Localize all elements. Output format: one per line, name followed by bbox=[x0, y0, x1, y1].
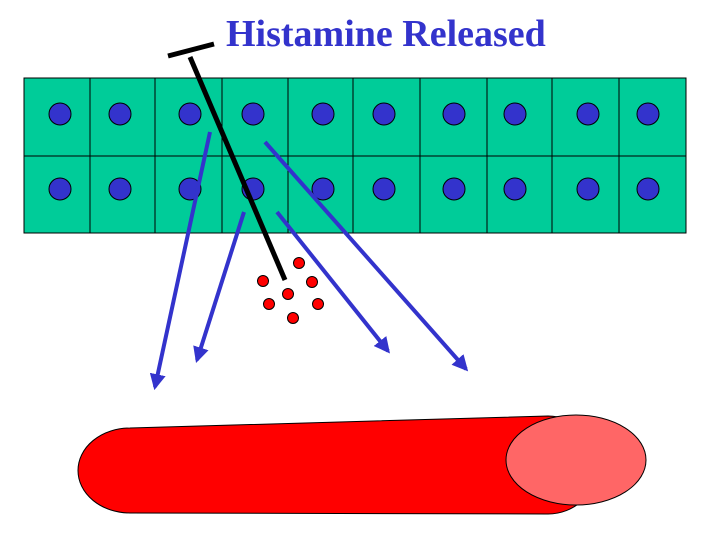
nucleus-0-9 bbox=[636, 102, 660, 126]
arrow-left-inner bbox=[193, 211, 246, 364]
histamine-granule-5 bbox=[312, 298, 324, 310]
arrow-right-inner bbox=[275, 210, 390, 354]
nucleus-0-7 bbox=[503, 102, 527, 126]
vessel-lumen bbox=[505, 414, 647, 506]
arrow-left bbox=[149, 131, 212, 391]
histamine-granule-3 bbox=[282, 288, 294, 300]
nucleus-0-6 bbox=[442, 102, 466, 126]
histamine-granule-6 bbox=[287, 312, 299, 324]
nucleus-1-7 bbox=[503, 177, 527, 201]
diagram-title: Histamine Released bbox=[226, 13, 546, 55]
nucleus-1-1 bbox=[108, 177, 132, 201]
cell-layer bbox=[23, 77, 687, 234]
nucleus-0-2 bbox=[178, 102, 202, 126]
histamine-granule-4 bbox=[263, 298, 275, 310]
blood-vessel bbox=[77, 414, 647, 515]
nucleus-1-6 bbox=[442, 177, 466, 201]
nucleus-0-1 bbox=[108, 102, 132, 126]
nucleus-0-3 bbox=[241, 102, 265, 126]
nucleus-1-9 bbox=[636, 177, 660, 201]
nucleus-1-4 bbox=[311, 177, 335, 201]
histamine-granule-0 bbox=[293, 257, 305, 269]
needle-handle bbox=[167, 41, 215, 59]
nuclei-group bbox=[48, 102, 660, 201]
nucleus-1-8 bbox=[576, 177, 600, 201]
nucleus-1-0 bbox=[48, 177, 72, 201]
histamine-granule-2 bbox=[306, 276, 318, 288]
histamine-granule-1 bbox=[257, 275, 269, 287]
nucleus-0-5 bbox=[372, 102, 396, 126]
needle-shaft bbox=[187, 56, 288, 281]
nucleus-0-0 bbox=[48, 102, 72, 126]
arrows-group bbox=[149, 131, 469, 391]
arrow-right bbox=[263, 140, 469, 372]
nucleus-0-4 bbox=[311, 102, 335, 126]
nucleus-1-5 bbox=[372, 177, 396, 201]
histamine-granules bbox=[257, 257, 324, 324]
nucleus-0-8 bbox=[576, 102, 600, 126]
needle-probe bbox=[167, 41, 288, 281]
cell-borders bbox=[24, 78, 686, 233]
